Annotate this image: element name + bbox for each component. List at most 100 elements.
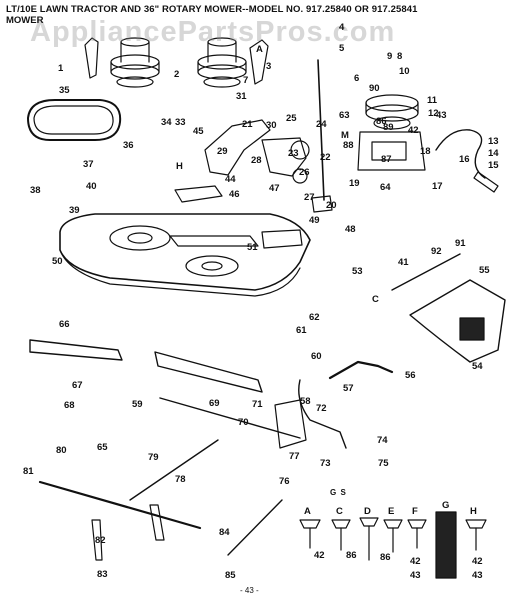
hardware-part-86: 86 <box>346 550 357 561</box>
callout-81: 81 <box>23 466 34 477</box>
v-belt <box>27 99 122 141</box>
hardware-part-42b: 42 <box>410 556 421 567</box>
hardware-G: G <box>442 500 450 511</box>
callout-66: 66 <box>59 319 70 330</box>
callout-47: 47 <box>269 183 280 194</box>
callout-22: 22 <box>320 152 331 163</box>
diagram-title: LT/10E LAWN TRACTOR AND 36" ROTARY MOWER… <box>6 4 418 15</box>
callout-79: 79 <box>148 452 159 463</box>
callout-65: 65 <box>97 442 108 453</box>
callout-83: 83 <box>97 569 108 580</box>
callout-86: 86 <box>376 116 387 127</box>
callout-19: 19 <box>349 178 360 189</box>
idler-arm <box>261 137 307 177</box>
callout-91: 91 <box>455 238 466 249</box>
lift-link <box>159 397 301 439</box>
callout-54: 54 <box>472 361 483 372</box>
hardware-legend-title: G S <box>330 488 347 497</box>
spindle-pulley-right <box>197 37 247 88</box>
callout-15: 15 <box>488 160 499 171</box>
callout-46: 46 <box>229 189 240 200</box>
engine-pulley-assembly <box>357 94 426 171</box>
spindle-pulley-left <box>110 37 160 88</box>
callout-9: 9 <box>387 51 393 62</box>
hardware-H: H <box>470 506 477 517</box>
callout-51: 51 <box>247 242 258 253</box>
callout-25: 25 <box>286 113 297 124</box>
callout-16: 16 <box>459 154 470 165</box>
callout-90: 90 <box>369 83 380 94</box>
callout-49: 49 <box>309 215 320 226</box>
callout-84: 84 <box>219 527 230 538</box>
idler-bracket <box>204 119 271 176</box>
callout-12: 12 <box>428 108 439 119</box>
callout-C: C <box>372 294 379 305</box>
cable-end <box>473 171 499 193</box>
callout-13: 13 <box>488 136 499 147</box>
callout-40: 40 <box>86 181 97 192</box>
callout-1: 1 <box>58 63 64 74</box>
hardware-part-42: 42 <box>314 550 325 561</box>
callout-20: 20 <box>326 200 337 211</box>
lift-rod-79 <box>129 439 219 501</box>
discharge-deflector <box>409 279 506 363</box>
lift-rod-76 <box>227 499 283 556</box>
callout-75: 75 <box>378 458 389 469</box>
callout-73: 73 <box>320 458 331 469</box>
lift-shaft <box>38 480 202 530</box>
callout-34: 34 <box>161 117 172 128</box>
lift-lever <box>298 379 347 449</box>
callout-59: 59 <box>132 399 143 410</box>
page-number: - 43 - <box>240 586 259 595</box>
callout-H-bracket: H <box>176 161 183 172</box>
callout-71: 71 <box>252 399 263 410</box>
callout-18: 18 <box>420 146 431 157</box>
callout-57: 57 <box>343 383 354 394</box>
hardware-F: F <box>412 506 418 517</box>
callout-61: 61 <box>296 325 307 336</box>
callout-77: 77 <box>289 451 300 462</box>
callout-29: 29 <box>217 146 228 157</box>
callout-43: 43 <box>436 110 447 121</box>
hardware-E: E <box>388 506 395 517</box>
callout-3: 3 <box>266 61 272 72</box>
callout-33: 33 <box>175 117 186 128</box>
pulley-bracket-right <box>249 39 269 85</box>
callout-45: 45 <box>193 126 204 137</box>
callout-62: 62 <box>309 312 320 323</box>
hardware-part-43: 43 <box>410 570 421 581</box>
hardware-fasteners <box>299 511 487 579</box>
hardware-part-43b: 43 <box>472 570 483 581</box>
watermark: AppliancePartsPros.com <box>30 16 396 48</box>
hardware-D: D <box>364 506 371 517</box>
deflector-warning-label <box>459 317 485 341</box>
callout-30: 30 <box>266 120 277 131</box>
callout-92: 92 <box>431 246 442 257</box>
callout-M: M <box>341 130 349 141</box>
callout-2: 2 <box>174 69 180 80</box>
callout-67: 67 <box>72 380 83 391</box>
callout-55: 55 <box>479 265 490 276</box>
pulley-bracket-left <box>84 37 99 79</box>
callout-14: 14 <box>488 148 499 159</box>
callout-78: 78 <box>175 474 186 485</box>
callout-69: 69 <box>209 398 220 409</box>
callout-39: 39 <box>69 205 80 216</box>
callout-48: 48 <box>345 224 356 235</box>
hardware-C: C <box>336 506 343 517</box>
idler-pulley-26 <box>292 168 308 184</box>
callout-53: 53 <box>352 266 363 277</box>
callout-26: 26 <box>299 167 310 178</box>
callout-11: 11 <box>427 95 438 106</box>
callout-31: 31 <box>236 91 247 102</box>
callout-56: 56 <box>405 370 416 381</box>
callout-68: 68 <box>64 400 75 411</box>
callout-35: 35 <box>59 85 70 96</box>
callout-A: A <box>256 44 263 55</box>
hardware-part-42c: 42 <box>472 556 483 567</box>
diagram-subtitle: MOWER <box>6 15 44 26</box>
callout-63: 63 <box>339 110 350 121</box>
hardware-A: A <box>304 506 311 517</box>
callout-5: 5 <box>339 43 345 54</box>
